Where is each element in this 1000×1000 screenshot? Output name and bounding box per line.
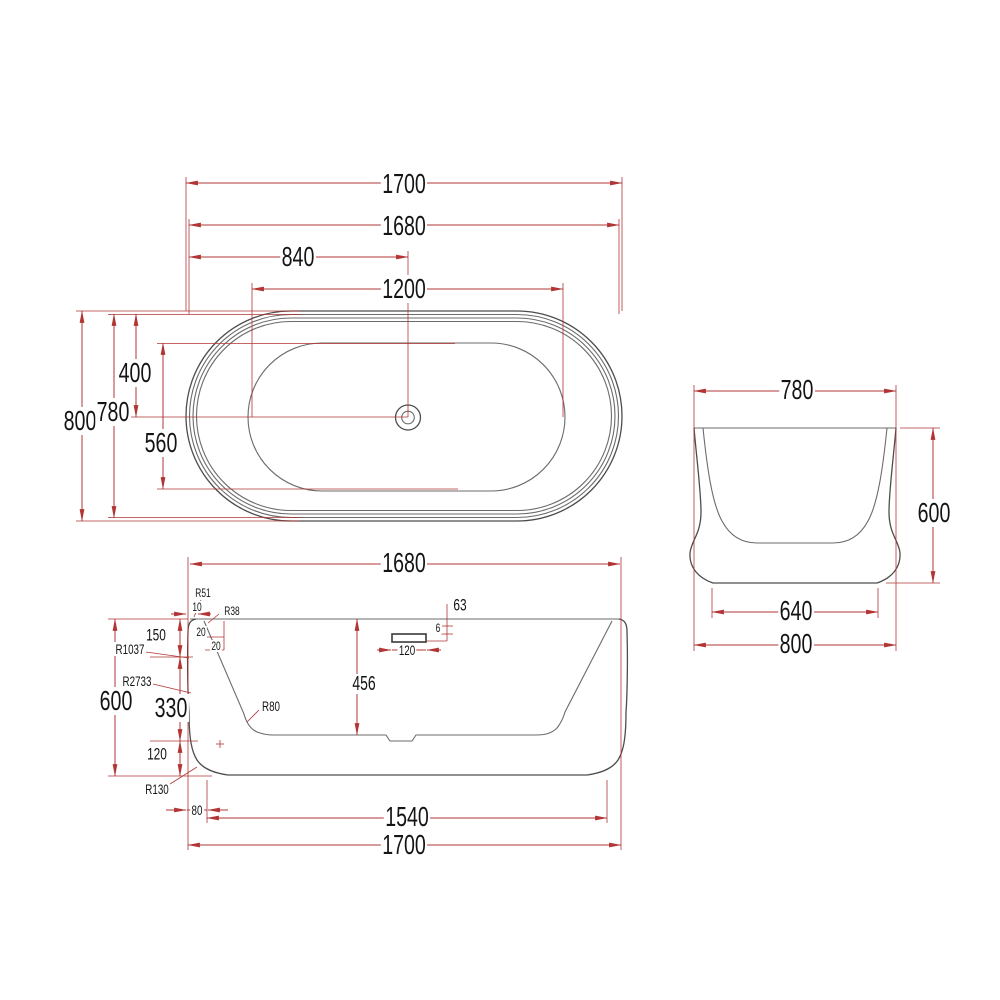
dim-label-side-height: 600 — [98, 685, 134, 716]
dim-label-side-step-a: 20 — [194, 625, 208, 639]
dim-label-top-basin-length: 1200 — [380, 273, 428, 304]
top-view-dimensions — [76, 177, 623, 522]
dim-label-end-deck-width: 780 — [779, 374, 815, 405]
dim-label-side-depth: 456 — [350, 673, 378, 695]
dim-label-side-base-length: 1540 — [383, 801, 431, 832]
dim-label-side-seg-top: 150 — [144, 625, 168, 645]
dim-label-top-deck-width: 780 — [95, 396, 131, 427]
dim-label-top-overall-length: 1700 — [380, 168, 428, 199]
top-view-rim-outline — [185, 310, 623, 522]
dim-label-side-seg-bot: 120 — [145, 744, 169, 764]
dim-label-side-base-inset: 80 — [190, 802, 204, 818]
dim-label-side-seg-mid: 330 — [153, 692, 189, 723]
side-view-basin-profile — [203, 620, 613, 742]
dim-label-top-drain-offset: 840 — [280, 241, 316, 272]
side-view-linework — [186, 618, 629, 776]
radius-label-r51: R51 — [193, 586, 213, 600]
end-view-dimensions — [693, 385, 940, 651]
radius-label-r80: R80 — [260, 698, 282, 714]
dim-label-side-deck-length: 1680 — [380, 547, 428, 578]
dim-label-top-basin-width: 560 — [143, 427, 179, 458]
dim-label-side-offset-top: 10 — [190, 600, 204, 614]
dim-label-top-overall-width: 800 — [62, 405, 98, 436]
dim-label-end-height: 600 — [916, 497, 952, 528]
dim-label-side-overflow-offset: 63 — [451, 595, 469, 615]
top-view-rim-line-3 — [192, 317, 616, 515]
dim-label-top-drain-offset-top: 400 — [117, 357, 153, 388]
dim-label-end-overall-width: 800 — [778, 628, 814, 659]
radius-label-r130: R130 — [143, 781, 171, 797]
dim-label-side-overall-length: 1700 — [380, 829, 428, 860]
end-view-basin-profile — [702, 427, 888, 544]
top-view-rim-line-4 — [195, 320, 613, 512]
top-view-rim-line-2 — [188, 313, 620, 519]
dim-label-side-overflow-width: 120 — [397, 642, 417, 658]
radius-label-r1037: R1037 — [114, 641, 146, 657]
end-view-linework — [689, 427, 901, 584]
radius-label-r38: R38 — [222, 604, 242, 618]
dim-label-side-step-b: 20 — [209, 639, 223, 653]
dim-label-end-base-width: 640 — [778, 595, 814, 626]
dim-label-top-deck-length: 1680 — [380, 210, 428, 241]
dim-label-side-overflow-height: 6 — [434, 621, 442, 635]
side-view-outer-profile — [186, 618, 629, 776]
radius-label-r2733: R2733 — [121, 673, 153, 689]
end-view-outer-profile — [689, 427, 901, 584]
overflow-detail — [391, 633, 427, 643]
top-view-linework — [185, 310, 623, 522]
